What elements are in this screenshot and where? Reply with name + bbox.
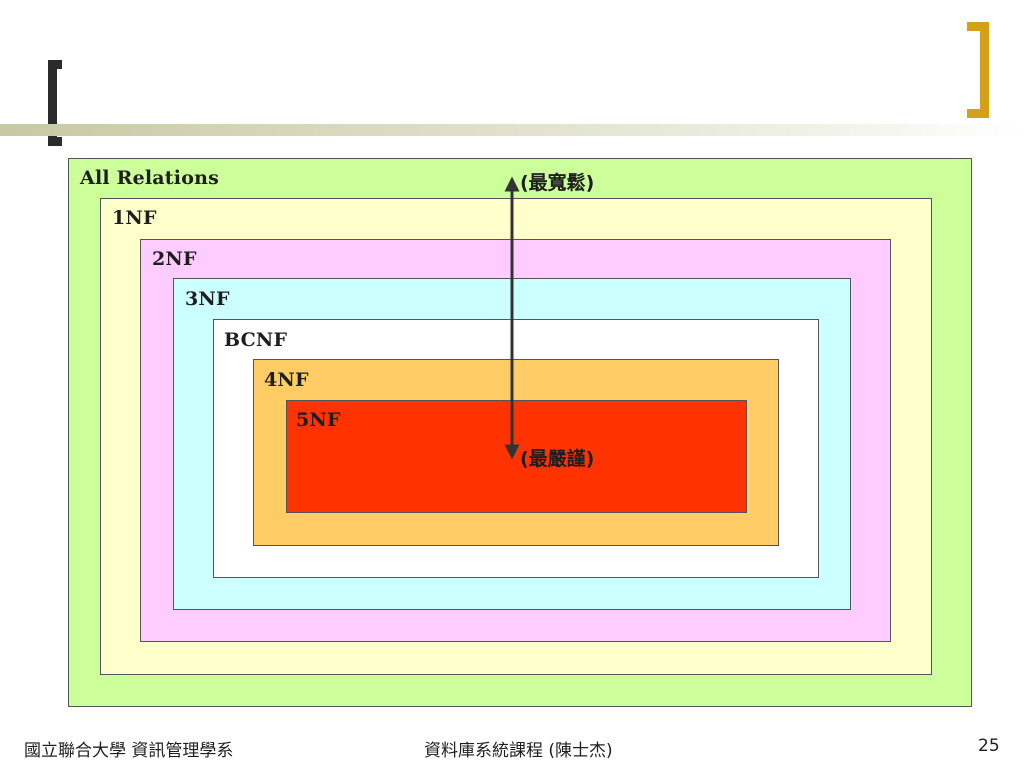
note-most-relaxed: (最寬鬆) [520, 172, 595, 194]
label-5nf: 5NF [296, 409, 341, 431]
footer-department: 國立聯合大學 資訊管理學系 [24, 741, 234, 761]
right-bracket-decoration [967, 22, 989, 118]
title-divider-bar [0, 124, 1024, 136]
label-2nf: 2NF [152, 248, 197, 270]
label-3nf: 3NF [185, 288, 230, 310]
label-1nf: 1NF [112, 207, 157, 229]
label-all-relations: All Relations [80, 167, 219, 189]
label-bcnf: BCNF [224, 329, 288, 351]
label-4nf: 4NF [264, 369, 309, 391]
left-bracket-decoration [48, 60, 62, 146]
slide-number: 25 [978, 736, 1000, 756]
note-most-strict: (最嚴謹) [520, 448, 595, 470]
footer-course: 資料庫系統課程 (陳士杰) [424, 741, 613, 761]
